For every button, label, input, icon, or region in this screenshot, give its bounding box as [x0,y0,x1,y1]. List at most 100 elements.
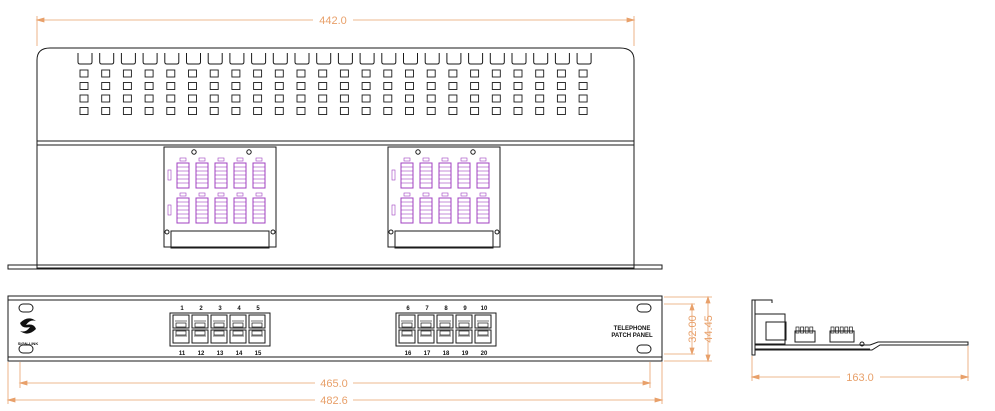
idc-connector [476,197,490,224]
vent-hole [296,107,306,115]
side-idc-tooth [795,326,800,334]
idc-connector [400,197,414,224]
module-screw [246,149,252,155]
rj-port [172,329,190,344]
vent-hole [188,107,197,115]
idc-label-mark [198,157,206,162]
port-label: 20 [481,351,488,357]
idc-label-mark [236,157,244,162]
vent-hole [513,107,523,115]
rj-port-latch [458,330,470,336]
side-depth-label: 163.0 [846,372,874,384]
idc-connector [400,162,414,189]
idc-connector [476,162,490,189]
vent-hole [405,94,414,103]
vent-hole [383,94,393,103]
rj-port [210,314,228,329]
vent-hole [79,94,89,103]
side-screw [859,341,865,347]
vent-hole [535,69,545,78]
vent-hole [274,82,284,90]
vent-hole [166,94,176,103]
comb-slot [229,53,245,65]
port-label: 17 [424,351,431,357]
vent-hole [556,82,566,90]
comb-slot [468,53,484,65]
rj-port-latch [401,322,413,328]
side-idc-tooth [830,326,835,334]
vent-hole [470,82,480,90]
rj-port-latch [175,322,187,328]
side-bottom-tray [755,341,969,351]
rj-port [229,329,247,344]
rj-port [191,314,209,329]
rj-port-latch [477,322,489,328]
vent-hole [470,107,480,115]
top-view-module-right [387,146,501,249]
side-idc-teeth [795,326,853,334]
comb-slot [554,53,570,65]
top-view [7,47,663,270]
port-block-left [169,312,271,347]
vent-hole [339,82,349,90]
vent-hole [578,107,588,115]
idc-label-mark [479,157,487,162]
side-label-mark [167,204,172,216]
vent-hole [253,69,263,78]
idc-connector [438,197,452,224]
comb-slot [99,53,115,65]
port-label: 7 [425,306,429,312]
port-label: 2 [199,306,203,312]
panel-label-line2: PATCH PANEL [611,333,653,339]
rj-port [210,329,228,344]
vent-hole [101,82,111,90]
side-idc-tooth [809,326,814,334]
side-top-lip [752,299,773,303]
comb-slot [446,53,462,65]
vent-hole [426,82,436,90]
vent-hole [361,82,371,90]
vent-hole [426,107,436,115]
module-board [387,146,501,248]
module-board [163,146,277,248]
vent-hole [383,82,393,90]
idc-connector [419,162,433,189]
rj-port-latch [194,322,206,328]
vent-hole [318,107,328,115]
vent-hole [361,107,371,115]
vent-hole [253,82,263,90]
vent-hole [231,94,241,103]
comb-slot [164,53,180,65]
vent-hole [491,107,501,115]
rack-slot-bottom-right [636,344,652,354]
idc-label-mark [479,192,487,197]
idc-connector [233,197,247,224]
vent-hole [79,82,89,90]
port-label: 16 [405,351,412,357]
idc-label-mark [460,157,468,162]
side-idc-tooth [849,326,853,334]
rj-port [417,329,435,344]
vent-hole [426,69,436,78]
port-label: 6 [406,306,410,312]
top-view-flange [7,264,663,270]
vent-hole [361,94,371,103]
rj-port [398,329,416,344]
idc-label-mark [217,192,225,197]
port-label: 12 [198,351,205,357]
vent-hole [209,94,219,103]
comb-slot [424,53,440,65]
rj-port-latch [213,322,225,328]
vent-hole [166,69,176,78]
comb-slot [294,53,310,65]
module-screw [270,229,276,235]
vent-hole [535,107,545,115]
vent-hole [274,69,284,78]
rj-port [248,329,266,344]
comb-slot [272,53,288,65]
rj-port-latch [251,330,263,336]
idc-connector [419,197,433,224]
idc-connector [252,197,266,224]
idc-connector [438,162,452,189]
front-inner-width-label: 465.0 [320,378,348,390]
